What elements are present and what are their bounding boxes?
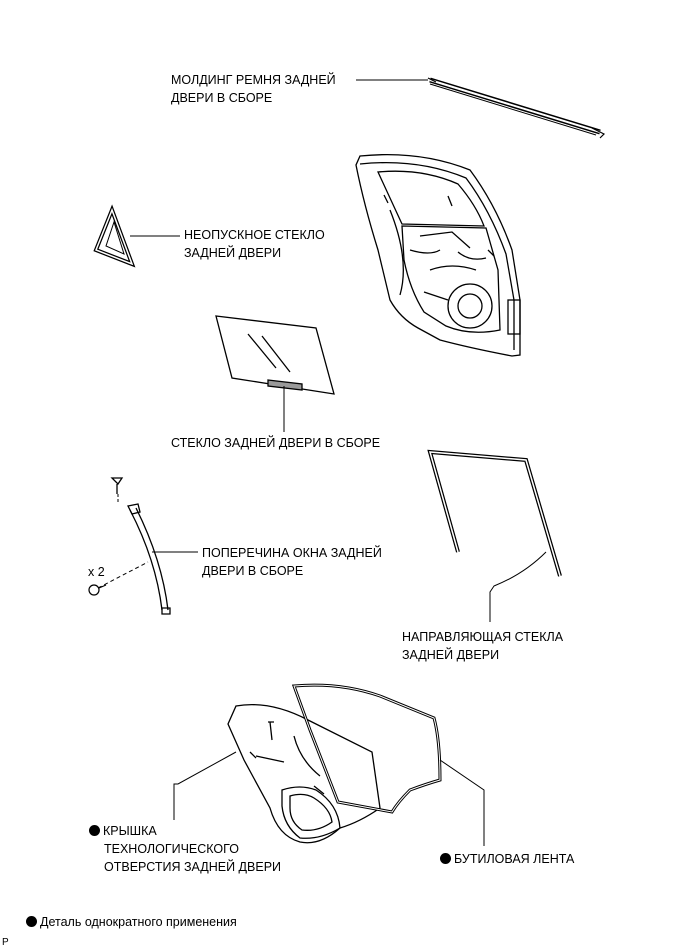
door-glass-label: СТЕКЛО ЗАДНЕЙ ДВЕРИ В СБОРЕ (171, 434, 380, 452)
butyl-tape-label-text: БУТИЛОВАЯ ЛЕНТА (454, 852, 575, 866)
service-hole-cover-label: КРЫШКА ТЕХНОЛОГИЧЕСКОГО ОТВЕРСТИЯ ЗАДНЕЙ… (89, 822, 281, 876)
single-use-dot-icon (440, 853, 451, 864)
service-hole-cover-leader (173, 751, 237, 820)
service-hole-cover-label-line3: ОТВЕРСТИЯ ЗАДНЕЙ ДВЕРИ (104, 860, 282, 874)
corner-mark: P (2, 937, 9, 948)
butyl-tape-leader (439, 759, 485, 846)
quarter-glass-drawing (93, 204, 136, 268)
run-channel-label-line2: ЗАДНЕЙ ДВЕРИ (402, 648, 500, 662)
butyl-tape-label: БУТИЛОВАЯ ЛЕНТА (440, 850, 574, 868)
single-use-dot-icon (26, 916, 37, 927)
division-bar-label-line2: ДВЕРИ В СБОРЕ (202, 564, 304, 578)
bolt-dash (97, 561, 149, 589)
division-bar-drawing (110, 477, 171, 615)
service-hole-cover-label-line1: КРЫШКА (89, 822, 281, 840)
run-channel-inner (428, 451, 561, 577)
run-channel-leader (489, 551, 547, 622)
service-hole-cover-label-line2: ТЕХНОЛОГИЧЕСКОГО (104, 842, 239, 856)
belt-molding-label-line1: МОЛДИНГ РЕМНЯ ЗАДНЕЙ (171, 73, 336, 87)
quarter-glass-label-line2: ЗАДНЕЙ ДВЕРИ (184, 246, 282, 260)
belt-molding-drawing (427, 77, 606, 139)
bolt-quantity: x 2 (88, 565, 105, 579)
bolt-drawing (88, 584, 107, 596)
division-bar-label: ПОПЕРЕЧИНА ОКНА ЗАДНЕЙ ДВЕРИ В СБОРЕ (202, 544, 382, 580)
butyl-tape-inner (293, 684, 441, 813)
run-channel-label-line1: НАПРАВЛЯЮЩАЯ СТЕКЛА (402, 630, 564, 644)
legend-text: Деталь однократного применения (40, 915, 237, 929)
belt-molding-label-line2: ДВЕРИ В СБОРЕ (171, 91, 273, 105)
door-glass-label-line1: СТЕКЛО ЗАДНЕЙ ДВЕРИ В СБОРЕ (171, 436, 381, 450)
run-channel-label: НАПРАВЛЯЮЩАЯ СТЕКЛА ЗАДНЕЙ ДВЕРИ (402, 628, 563, 664)
service-hole-cover-drawing (227, 703, 381, 844)
belt-molding-label: МОЛДИНГ РЕМНЯ ЗАДНЕЙ ДВЕРИ В СБОРЕ (171, 71, 336, 107)
single-use-dot-icon (89, 825, 100, 836)
quarter-glass-label-line1: НЕОПУСКНОЕ СТЕКЛО (184, 228, 325, 242)
quarter-glass-label: НЕОПУСКНОЕ СТЕКЛО ЗАДНЕЙ ДВЕРИ (184, 226, 325, 262)
legend: Деталь однократного применения (26, 913, 237, 931)
rear-door-drawing (355, 154, 521, 357)
division-bar-label-line1: ПОПЕРЕЧИНА ОКНА ЗАДНЕЙ (202, 546, 382, 560)
door-glass-drawing (215, 315, 335, 395)
butyl-tape-drawing (291, 683, 442, 814)
